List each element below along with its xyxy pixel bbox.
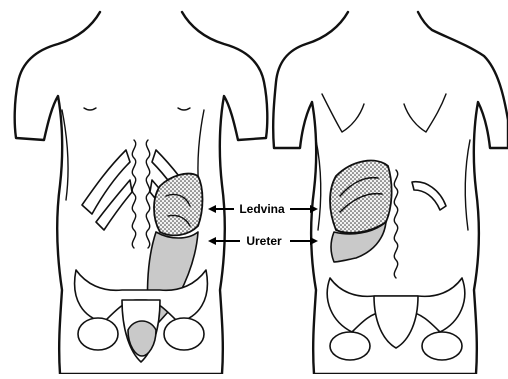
front-hip-right [164,318,204,350]
back-view-figure [273,12,508,374]
front-hip-left [78,318,118,350]
front-view-figure [15,12,268,374]
back-hip-left [330,332,370,360]
label-kidney: Ledvina [239,202,285,216]
back-hip-right [422,332,462,360]
label-ureter: Ureter [246,234,282,248]
